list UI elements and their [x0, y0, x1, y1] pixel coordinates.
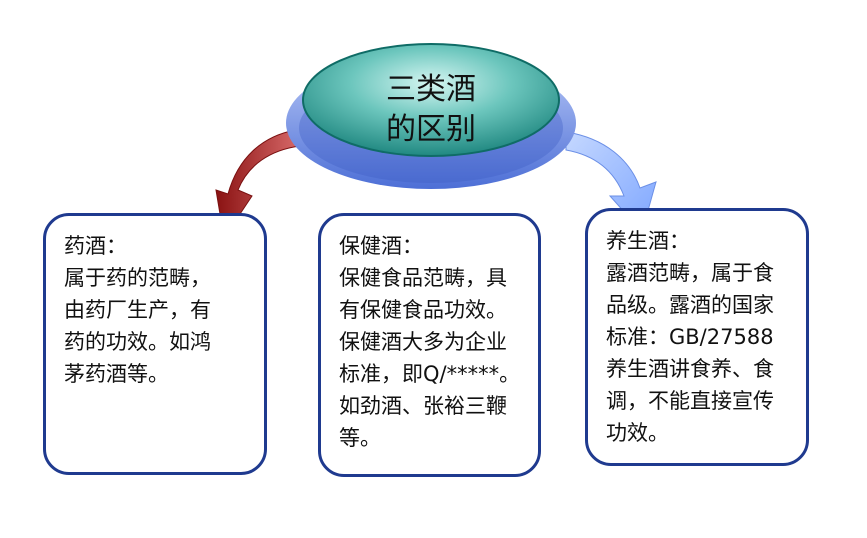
box-line: 露酒范畴，属于食: [606, 261, 774, 285]
box-heading: 保健酒：: [339, 234, 423, 258]
box-line: 标准：GB/27588: [606, 325, 774, 349]
box-line: 由药厂生产，有: [64, 298, 211, 322]
box-line: 功效。: [606, 421, 669, 445]
box-line: 品级。露酒的国家: [606, 293, 774, 317]
box-heading: 养生酒：: [606, 229, 690, 253]
left-arrow: [215, 129, 301, 240]
box-line: 茅药酒等。: [64, 362, 169, 386]
box-line: 有保健食品功效。: [339, 298, 507, 322]
box-line: 调，不能直接宣传: [606, 389, 774, 413]
medicinal-liquor-box: 药酒： 属于药的范畴， 由药厂生产，有 药的功效。如鸿 茅药酒等。: [43, 213, 267, 475]
box-line: 属于药的范畴，: [64, 266, 211, 290]
title-line-1: 三类酒: [386, 72, 476, 107]
box-line: 标准，即Q/*****。: [339, 362, 521, 386]
box-line: 等。: [339, 426, 381, 450]
diagram-title: 三类酒 的区别: [370, 70, 492, 150]
box-line: 保健酒大多为企业: [339, 330, 507, 354]
box-line: 养生酒讲食养、食: [606, 357, 774, 381]
box-line: 保健食品范畴，具: [339, 266, 507, 290]
title-line-2: 的区别: [386, 112, 476, 147]
wellness-liquor-box: 养生酒： 露酒范畴，属于食 品级。露酒的国家 标准：GB/27588 养生酒讲食…: [585, 208, 809, 466]
health-liquor-box: 保健酒： 保健食品范畴，具 有保健食品功效。 保健酒大多为企业 标准，即Q/**…: [318, 213, 541, 477]
box-line: 如劲酒、张裕三鞭: [339, 394, 507, 418]
box-heading: 药酒：: [64, 234, 127, 258]
box-line: 药的功效。如鸿: [64, 330, 211, 354]
title-ellipse: [302, 43, 560, 157]
